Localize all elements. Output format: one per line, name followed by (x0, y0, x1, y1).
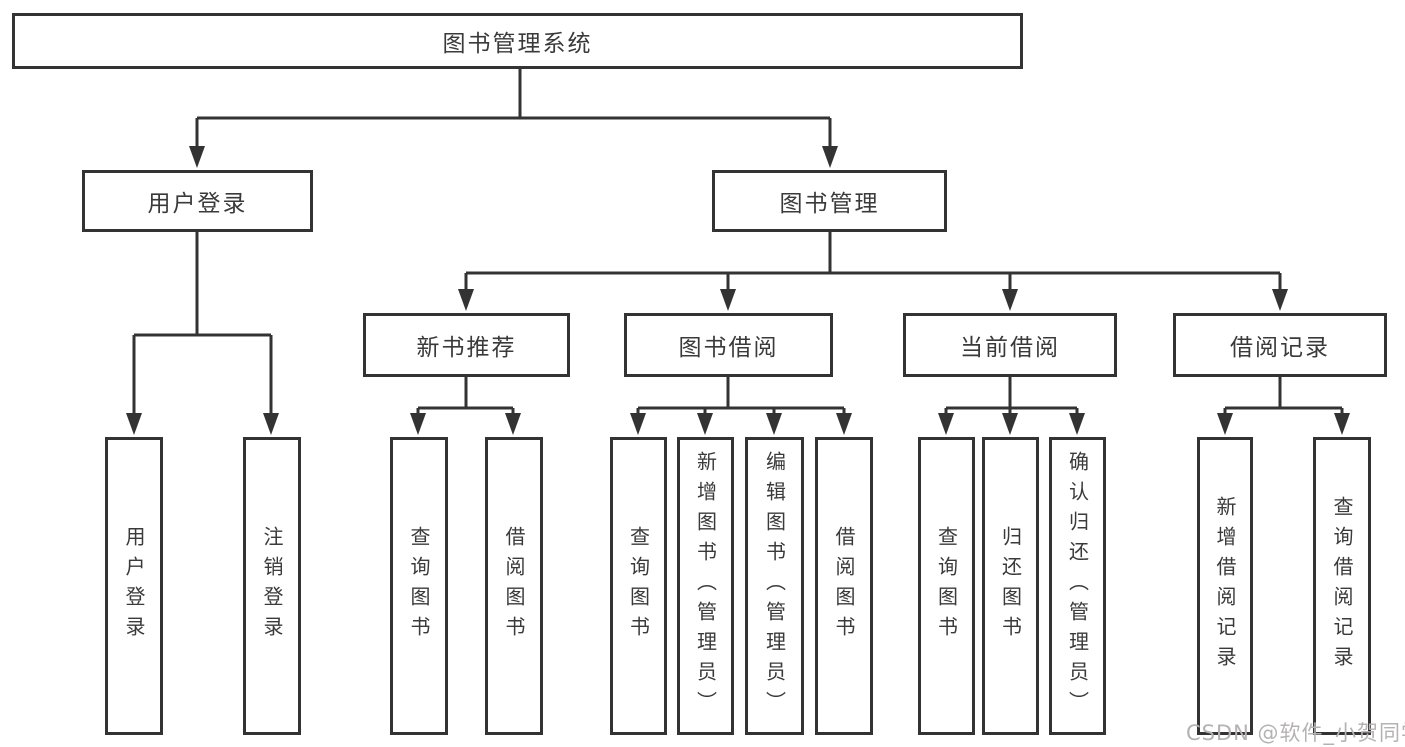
leaf-borrow-borrow-books-label: 借阅图书 (832, 526, 856, 646)
arrowhead-icons (126, 146, 1350, 435)
node-user-login: 用户登录 (82, 170, 313, 232)
leaf-logout: 注销登录 (243, 437, 301, 735)
connector-newbook-to-children (416, 377, 515, 417)
leaf-user-login-label: 用户登录 (122, 526, 146, 646)
leaf-records-add-record-label: 新增借阅记录 (1213, 496, 1237, 676)
leaf-records-query-record: 查询借阅记录 (1313, 437, 1371, 735)
leaf-borrow-edit-books-admin-label: 编辑图书（管理员） (762, 451, 787, 721)
leaf-records-query-record-label: 查询借阅记录 (1330, 496, 1354, 676)
leaf-current-query-books-label: 查询图书 (934, 526, 959, 646)
connector-records-to-children (1223, 377, 1344, 417)
leaf-current-query-books: 查询图书 (918, 437, 975, 735)
node-book-management: 图书管理 (712, 170, 947, 232)
leaf-current-confirm-return-admin-label: 确认归还（管理员） (1065, 451, 1090, 721)
node-new-book-recommend-label: 新书推荐 (416, 335, 517, 361)
node-current-borrowing-label: 当前借阅 (960, 335, 1060, 361)
node-book-management-label: 图书管理 (779, 191, 880, 217)
connector-mgmt-to-level3 (464, 232, 1282, 293)
leaf-newbook-borrow-books-label: 借阅图书 (502, 526, 526, 646)
leaf-current-confirm-return-admin: 确认归还（管理员） (1049, 437, 1106, 735)
node-borrowing-records-label: 借阅记录 (1230, 335, 1330, 361)
node-user-login-label: 用户登录 (147, 191, 248, 217)
leaf-user-login: 用户登录 (105, 437, 163, 735)
node-new-book-recommend: 新书推荐 (363, 313, 570, 377)
leaf-current-return-books: 归还图书 (982, 437, 1039, 735)
leaf-borrow-add-books-admin: 新增图书（管理员） (677, 437, 734, 735)
node-root: 图书管理系统 (12, 13, 1023, 69)
leaf-borrow-query-books-label: 查询图书 (626, 526, 651, 646)
leaf-borrow-edit-books-admin: 编辑图书（管理员） (745, 437, 804, 735)
csdn-watermark: CSDN @软件_小贺同学 (1186, 721, 1405, 745)
leaf-newbook-query-books-label: 查询图书 (407, 526, 431, 646)
leaf-newbook-query-books: 查询图书 (390, 437, 448, 735)
connector-borrow-to-children (636, 377, 846, 417)
leaf-logout-label: 注销登录 (260, 526, 284, 646)
connector-login-to-children (132, 232, 273, 417)
node-current-borrowing: 当前借阅 (903, 313, 1117, 377)
node-root-label: 图书管理系统 (442, 31, 593, 57)
leaf-borrow-add-books-admin-label: 新增图书（管理员） (693, 451, 718, 721)
connector-root-to-level2 (195, 69, 832, 150)
leaf-borrow-query-books: 查询图书 (610, 437, 667, 735)
node-book-borrowing-label: 图书借阅 (678, 335, 779, 361)
leaf-borrow-borrow-books: 借阅图书 (815, 437, 873, 735)
leaf-newbook-borrow-books: 借阅图书 (485, 437, 543, 735)
connector-current-to-children (944, 377, 1079, 417)
node-borrowing-records: 借阅记录 (1173, 313, 1387, 377)
node-book-borrowing: 图书借阅 (624, 313, 833, 377)
leaf-records-add-record: 新增借阅记录 (1197, 437, 1253, 735)
leaf-current-return-books-label: 归还图书 (998, 526, 1023, 646)
